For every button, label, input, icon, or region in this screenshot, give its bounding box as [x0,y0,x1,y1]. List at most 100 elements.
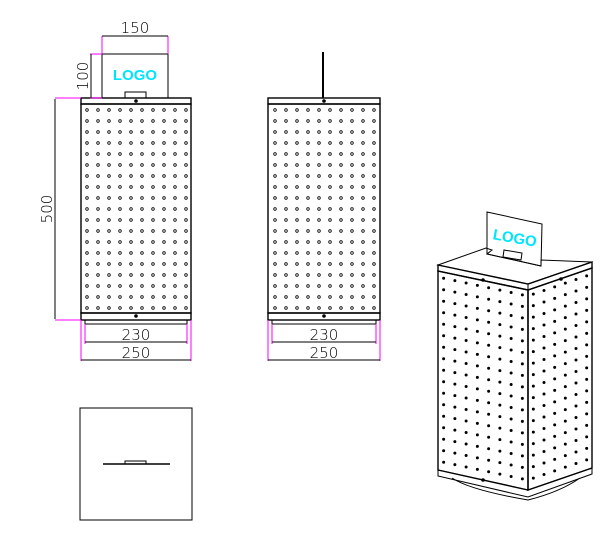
peg-hole [284,229,288,233]
peg-hole [339,251,343,255]
peg-hole [96,185,100,189]
peg-hole [520,454,524,458]
peg-hole [107,141,111,145]
peg-hole [328,152,332,156]
peg-hole [85,218,89,222]
peg-hole [563,362,567,366]
peg-hole [453,371,457,375]
peg-hole [487,366,491,370]
peg-hole [350,240,354,244]
peg-hole [162,163,166,167]
peg-hole [464,350,468,354]
peg-hole [350,207,354,211]
peg-hole [306,185,310,189]
peg-hole [487,401,491,405]
peg-hole [553,354,557,358]
peg-hole [96,108,100,112]
peg-hole [487,412,491,416]
peg-hole [140,262,144,266]
peg-hole [118,108,122,112]
peg-hole [328,284,332,288]
peg-hole [317,229,321,233]
peg-hole [339,284,343,288]
peg-hole [85,196,89,200]
peg-hole [361,207,365,211]
peg-hole [498,288,502,292]
peg-hole [442,391,446,395]
peg-hole [129,218,133,222]
peg-hole [509,348,513,352]
peg-hole [129,284,133,288]
peg-hole [151,163,155,167]
dim-base-outer: 250 [310,344,339,362]
peg-hole [563,316,567,320]
peg-hole [173,240,177,244]
peg-hole [563,419,567,423]
peg-hole [520,339,524,343]
peg-hole [317,152,321,156]
peg-hole [442,380,446,384]
peg-hole [140,108,144,112]
peg-hole [273,108,277,112]
peg-hole [129,163,133,167]
peg-hole [85,152,89,156]
peg-hole [284,240,288,244]
peg-hole [442,276,446,280]
peg-hole [585,377,589,381]
peg-hole [563,408,567,412]
peg-hole [361,152,365,156]
peg-hole [129,141,133,145]
peg-hole [140,218,144,222]
peg-hole [531,315,535,319]
peg-hole [585,308,589,312]
peg-hole [140,295,144,299]
peg-hole [284,119,288,123]
peg-hole [475,398,479,402]
peg-hole [162,295,166,299]
peg-hole [487,378,491,382]
peg-hole [284,284,288,288]
peg-hole [339,119,343,123]
peg-hole [542,380,546,384]
peg-hole [173,152,177,156]
peg-hole [151,295,155,299]
peg-hole [140,207,144,211]
peg-hole [350,273,354,277]
peg-hole [361,273,365,277]
peg-hole [118,251,122,255]
peg-hole [574,427,578,431]
peg-hole [118,284,122,288]
peg-hole [498,415,502,419]
peg-hole [129,262,133,266]
peg-hole [531,407,535,411]
peg-hole [553,434,557,438]
peg-hole [475,283,479,287]
peg-hole [498,392,502,396]
peg-hole [509,371,513,375]
peg-hole [328,141,332,145]
peg-hole [295,152,299,156]
peg-hole [475,329,479,333]
peg-hole [173,306,177,310]
top-screw [559,277,563,281]
peg-hole [339,218,343,222]
peg-hole [140,284,144,288]
peg-hole [585,366,589,370]
peg-hole [107,295,111,299]
peg-hole [520,304,524,308]
peg-hole [339,295,343,299]
peg-hole [129,108,133,112]
peg-hole [162,273,166,277]
peg-hole [85,306,89,310]
peg-hole [317,295,321,299]
peg-hole [453,325,457,329]
peg-hole [85,163,89,167]
peg-hole [498,472,502,476]
peg-hole [475,387,479,391]
peg-hole [542,311,546,315]
peg-hole [372,251,376,255]
peg-hole [372,185,376,189]
peg-hole [317,218,321,222]
peg-hole [295,163,299,167]
peg-hole [129,251,133,255]
